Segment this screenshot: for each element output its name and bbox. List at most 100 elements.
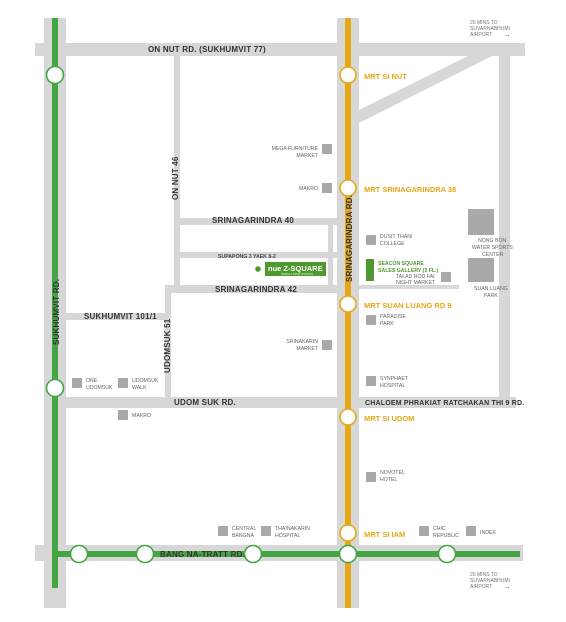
bts-station — [243, 544, 263, 564]
project-sub: NOBLE LIVING STATION — [281, 272, 313, 276]
landmark-label: CENTRAL — [232, 526, 256, 532]
landmark-label: REPUBLIC — [433, 533, 459, 539]
landmark-label: HOSPITAL — [275, 533, 300, 539]
road-on-nut — [35, 43, 525, 56]
landmark-label: NIGHT MARKET — [396, 280, 436, 286]
landmark-label: WALK — [132, 385, 147, 391]
landmark-icon — [366, 315, 376, 325]
landmark-label: COLLEGE — [380, 241, 405, 247]
landmark-label: HOTEL — [380, 477, 397, 483]
airport-note-bottom: SUVARNABHUMI — [470, 578, 510, 584]
airport-note-top: SUVARNABHUMI — [470, 26, 510, 32]
landmark-label: HOSPITAL — [380, 383, 405, 389]
mrt-station-srinagarindra-38 — [339, 179, 357, 197]
landmark-label: MAKRO — [132, 413, 151, 419]
landmark-label: BANGNA — [232, 533, 254, 539]
road-east — [499, 55, 510, 400]
landmark-label: CHIC — [433, 526, 446, 532]
landmark-label: CENTER — [482, 252, 504, 258]
road-udom-suk — [66, 397, 516, 408]
road-label-srinagarindra: SRINAGARINDRA RD. — [345, 195, 354, 282]
landmark-icon — [218, 526, 228, 536]
bts-station — [45, 378, 65, 398]
station-label-si-nut: MRT SI NUT — [364, 72, 407, 81]
road-label-udom-suk: UDOM SUK RD. — [174, 398, 236, 407]
landmark-icon — [118, 410, 128, 420]
road-talad-spur — [359, 285, 459, 289]
road-sukhumvit-101 — [66, 313, 166, 320]
landmark-label: ONE — [86, 378, 98, 384]
road-label-chaloem: CHALOEM PHRAKIAT RATCHAKAN THI 9 RD. — [365, 400, 524, 407]
landmark-label: UDOMSUK — [86, 385, 113, 391]
landmark-label: MEGA FURNITURE — [272, 146, 319, 152]
arrow-right-icon: → — [503, 30, 511, 39]
bts-station — [45, 65, 65, 85]
road-label-bang-na: BANG NA-TRATT RD. — [160, 550, 245, 559]
road-label-on-nut: ON NUT RD. (SUKHUMVIT 77) — [148, 45, 266, 54]
landmark-label: PARK — [484, 293, 498, 299]
landmark-label: UDOMSUK — [132, 378, 159, 384]
station-label-si-iam: MRT SI IAM — [364, 530, 405, 539]
road-label-supapong: SUPAPONG 3 YAEK 8-2 — [218, 254, 276, 260]
landmark-label: PARADISE — [380, 314, 406, 320]
road-srinagarindra-42 — [165, 285, 345, 293]
landmark-icon — [322, 183, 332, 193]
green-line-vertical — [52, 18, 58, 588]
landmark-label: TALAD ROD FAI — [396, 274, 435, 280]
mrt-station-si-iam — [339, 524, 357, 542]
landmark-icon — [419, 526, 429, 536]
landmark-icon — [72, 378, 82, 388]
road-supapong — [177, 252, 337, 258]
landmark-icon — [366, 472, 376, 482]
landmark-label: THAINAKARIN — [275, 526, 310, 532]
road-label-sukhumvit-101: SUKHUMVIT 101/1 — [84, 312, 157, 321]
suan-luang-park-icon — [468, 258, 494, 282]
bts-station — [69, 544, 89, 564]
airport-note-bottom: 20 MINS TO — [470, 572, 498, 578]
landmark-icon — [441, 272, 451, 282]
landmark-label: SUAN LUANG — [474, 286, 508, 292]
project-name: nue Z-SQUARE — [268, 264, 323, 273]
landmark-label: SYNPHAET — [380, 376, 409, 382]
landmark-label-seacon: SEACON SQUARE — [378, 261, 424, 267]
landmark-icon — [322, 340, 332, 350]
road-udomsuk-51 — [165, 293, 171, 401]
landmark-label: INDEX — [480, 530, 496, 536]
landmark-label-seacon: SALES GALLERY (3 FL.) — [378, 268, 439, 274]
bts-station — [437, 544, 457, 564]
road-on-nut-46 — [174, 55, 180, 288]
nong-bon-icon — [468, 209, 494, 235]
airport-note-bottom: AIRPORT — [470, 584, 492, 590]
mrt-station-suan-luang — [339, 295, 357, 313]
landmark-label: MARKET — [296, 153, 318, 159]
landmark-icon — [261, 526, 271, 536]
landmark-icon — [366, 376, 376, 386]
seacon-icon — [366, 259, 374, 281]
airport-note-top: AIRPORT — [470, 32, 492, 38]
bts-station — [135, 544, 155, 564]
road-srinagarindra-40 — [177, 218, 337, 225]
station-label-si-udom: MRT SI UDOM — [364, 414, 414, 423]
landmark-label: MARKET — [296, 346, 318, 352]
road-label-udomsuk-51: UDOMSUK 51 — [163, 318, 172, 373]
project-marker-icon — [255, 266, 261, 272]
mrt-station-si-nut — [339, 66, 357, 84]
landmark-icon — [366, 235, 376, 245]
project-badge — [265, 262, 326, 276]
landmark-label: DUSIT THANI — [380, 234, 412, 240]
landmark-icon — [118, 378, 128, 388]
road-label-srinagarindra-40: SRINAGARINDRA 40 — [212, 216, 294, 225]
road-soi-short — [328, 225, 333, 287]
landmark-label: PARK — [380, 321, 394, 327]
mrt-station-si-udom — [339, 408, 357, 426]
arrow-right-icon: → — [503, 582, 511, 591]
green-line-horizontal — [55, 551, 520, 557]
interchange-station — [338, 544, 358, 564]
station-label-srinagarindra-38: MRT SRINAGARINDRA 38 — [364, 185, 456, 194]
road-diagonal — [359, 45, 500, 123]
landmark-icon — [466, 526, 476, 536]
road-label-on-nut-46: ON NUT 46 — [171, 156, 180, 200]
station-label-suan-luang: MRT SUAN LUANG RD 9 — [364, 301, 452, 310]
road-label-srinagarindra-42: SRINAGARINDRA 42 — [215, 285, 297, 294]
